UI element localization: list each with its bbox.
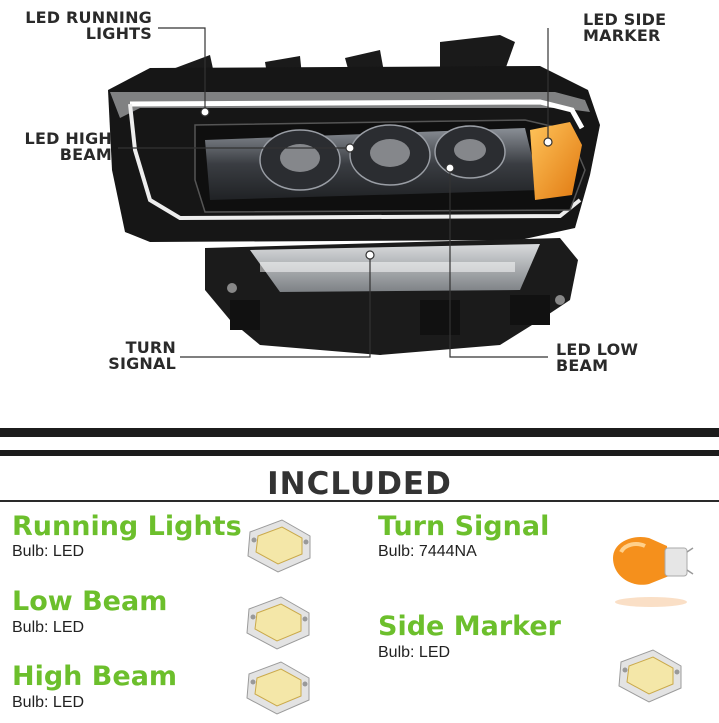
callout-running-lights: LED RUNNING LIGHTS xyxy=(25,8,152,43)
item-name-running-lights: Running Lights xyxy=(12,511,242,542)
item-bulb-running-lights: Bulb: LED xyxy=(12,543,85,560)
callout-turn-signal: TURN SIGNAL xyxy=(108,338,176,373)
callout-high-beam: LED HIGH BEAM xyxy=(24,129,112,164)
callout-side-marker: LED SIDE MARKER xyxy=(583,10,667,45)
item-name-high-beam: High Beam xyxy=(12,661,178,692)
divider-band-top xyxy=(0,428,719,437)
included-title: INCLUDED xyxy=(267,466,452,502)
item-bulb-high-beam: Bulb: LED xyxy=(12,694,85,711)
led-chip-icon xyxy=(247,519,311,573)
headlight-illustration xyxy=(108,27,600,358)
item-name-turn-signal: Turn Signal xyxy=(378,511,550,542)
item-name-side-marker: Side Marker xyxy=(378,611,562,642)
led-chip-icon xyxy=(618,649,682,703)
title-rule xyxy=(0,500,719,502)
callout-low-beam: LED LOW BEAM xyxy=(556,340,639,375)
item-name-low-beam: Low Beam xyxy=(12,586,168,617)
led-chip-icon xyxy=(246,596,310,650)
item-bulb-side-marker: Bulb: LED xyxy=(378,644,451,661)
item-bulb-turn-signal: Bulb: 7444NA xyxy=(378,543,477,560)
amber-bulb-icon xyxy=(613,536,694,607)
led-chip-icon xyxy=(246,661,310,715)
item-bulb-low-beam: Bulb: LED xyxy=(12,619,85,636)
divider-band-bottom xyxy=(0,450,719,456)
